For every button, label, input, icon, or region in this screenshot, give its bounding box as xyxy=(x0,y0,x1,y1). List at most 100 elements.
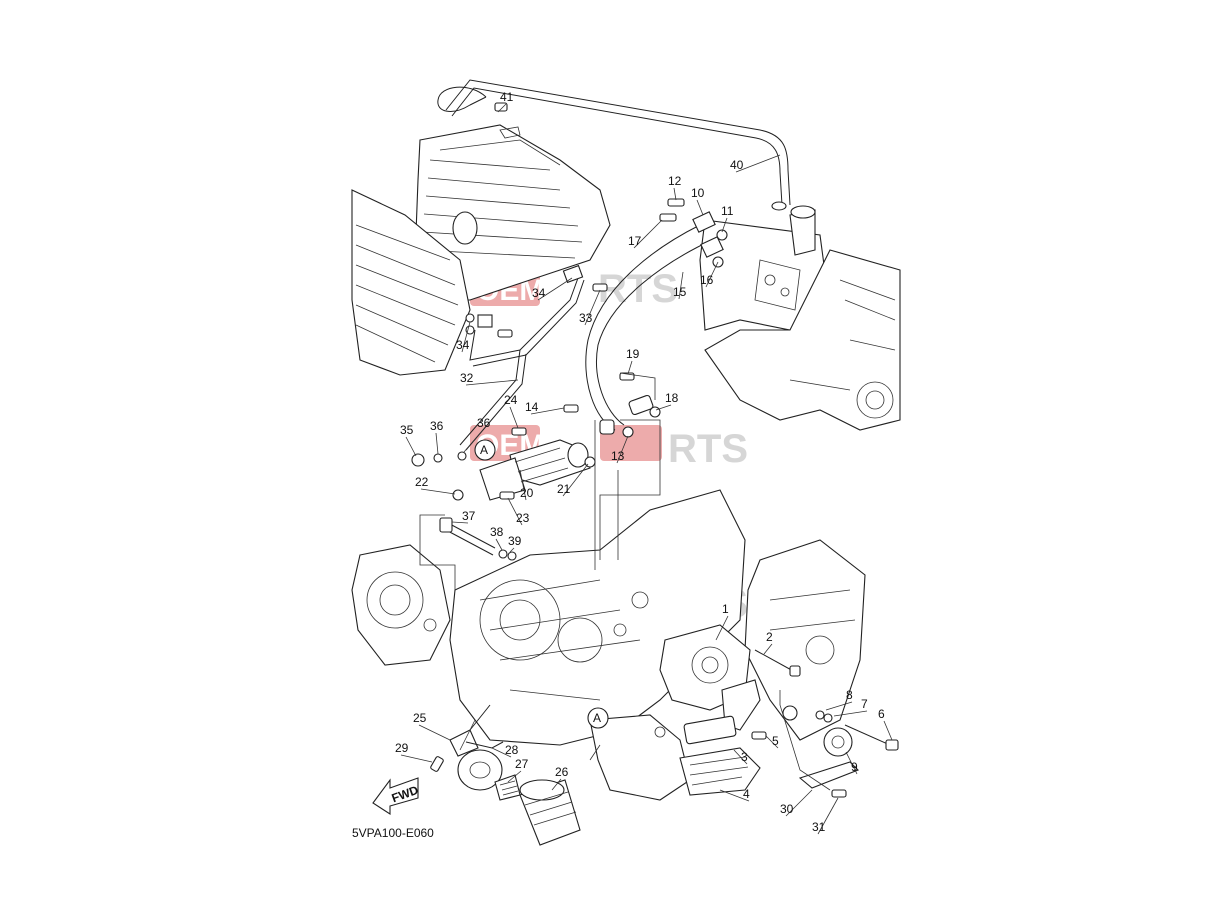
part-number-label: 24 xyxy=(504,393,518,407)
part-number-label: 29 xyxy=(395,741,409,755)
fwd-arrow-icon: FWD xyxy=(372,777,421,816)
oil-tank xyxy=(699,205,831,331)
watermark-rts-text: RTS xyxy=(668,427,748,471)
part-number-label: 17 xyxy=(628,234,642,248)
part-number-label: 30 xyxy=(780,802,794,816)
leader-line xyxy=(825,701,853,711)
leader-line xyxy=(465,379,519,386)
part-number-label: 16 xyxy=(700,273,714,287)
leader-line xyxy=(833,710,868,717)
leader-line xyxy=(633,219,663,249)
part-number-label: 31 xyxy=(812,820,826,834)
leader-line xyxy=(696,199,704,216)
part-number-label: 2 xyxy=(766,630,773,644)
part-number-label: 6 xyxy=(878,707,885,721)
engine-cylinder-left xyxy=(351,189,471,376)
reference-marker-text: A xyxy=(480,443,488,457)
part-number-label: 33 xyxy=(579,311,593,325)
oil-pipe-15 xyxy=(585,211,724,431)
leader-line xyxy=(507,497,523,526)
part-number-label: 23 xyxy=(516,511,530,525)
leader-line xyxy=(765,735,779,749)
part-number-label: 3 xyxy=(741,750,748,764)
watermark-rts-text: RTS xyxy=(598,267,678,311)
part-number-label: 5 xyxy=(772,734,779,748)
part-number-label: 35 xyxy=(400,423,414,437)
part-number-label: 13 xyxy=(611,449,625,463)
crankcase-right xyxy=(744,539,866,741)
part-number-label: 1 xyxy=(722,602,729,616)
part-number-label: 20 xyxy=(520,486,534,500)
part-number-label: 9 xyxy=(851,760,858,774)
leader-line xyxy=(418,724,451,741)
part-number-label: 37 xyxy=(462,509,476,523)
leader-line xyxy=(735,154,781,173)
leader-line xyxy=(463,429,484,453)
leader-line xyxy=(845,751,858,775)
oil-pump-pickup xyxy=(679,679,767,796)
part-number-label: 32 xyxy=(460,371,474,385)
leader-line xyxy=(461,321,471,353)
leader-line xyxy=(883,720,893,741)
leader-line xyxy=(405,436,417,457)
part-number-label: 7 xyxy=(861,697,868,711)
part-number-label: 28 xyxy=(505,743,519,757)
part-number-label: 40 xyxy=(730,158,744,172)
leader-line xyxy=(715,615,729,641)
leader-line xyxy=(497,103,507,113)
leader-line xyxy=(530,407,565,415)
part-number-label: 27 xyxy=(515,757,529,771)
part-number-label: 39 xyxy=(508,534,522,548)
reference-marker-text: A xyxy=(593,711,601,725)
leader-line xyxy=(435,432,439,455)
leader-line xyxy=(495,538,503,551)
leader-line xyxy=(673,187,677,201)
leader-line xyxy=(551,778,562,791)
part-number-label: 12 xyxy=(668,174,682,188)
part-number-label: 36 xyxy=(430,419,444,433)
leader-line xyxy=(733,749,748,765)
engine-frame-right xyxy=(704,249,901,431)
part-number-label: 8 xyxy=(846,688,853,702)
part-number-label: 15 xyxy=(673,285,687,299)
oil-delivery-pipe-32 xyxy=(459,264,585,451)
part-number-label: 41 xyxy=(500,90,514,104)
part-number-label: 10 xyxy=(691,186,705,200)
breather-hose xyxy=(437,79,791,206)
crankcase-lower xyxy=(589,714,691,801)
diagram-code: 5VPA100-E060 xyxy=(352,826,434,840)
leader-line xyxy=(491,747,512,758)
pump-drive-parts xyxy=(782,705,899,798)
leader-line xyxy=(519,469,527,501)
part-number-label: 21 xyxy=(557,482,571,496)
leader-line xyxy=(721,217,728,233)
leader-line xyxy=(509,406,519,429)
callout-brackets xyxy=(419,372,831,791)
leader-line xyxy=(616,435,629,464)
leader-line xyxy=(817,797,839,835)
part-number-label: 4 xyxy=(743,787,750,801)
leader-line xyxy=(655,404,672,411)
leader-line xyxy=(451,521,469,524)
part-number-label: 11 xyxy=(721,204,734,218)
part-number-label: 25 xyxy=(413,711,427,725)
bolt-37-assembly xyxy=(439,517,517,561)
leader-line xyxy=(537,277,573,301)
reference-marker-a-lower: A xyxy=(587,707,609,729)
small-fittings xyxy=(465,102,787,438)
leader-line xyxy=(785,789,813,817)
leader-line xyxy=(400,754,433,763)
part-number-label: 34 xyxy=(532,286,546,300)
part-number-label: 34 xyxy=(456,338,470,352)
leader-line xyxy=(420,488,456,495)
leader-line xyxy=(562,463,589,497)
part-number-label: 19 xyxy=(626,347,640,361)
leader-line xyxy=(627,360,633,375)
part-number-label: 36 xyxy=(477,416,491,430)
part-number-label: 22 xyxy=(415,475,429,489)
leader-line xyxy=(509,547,515,553)
oil-filter-assembly xyxy=(430,704,581,846)
part-number-label: 38 xyxy=(490,525,504,539)
